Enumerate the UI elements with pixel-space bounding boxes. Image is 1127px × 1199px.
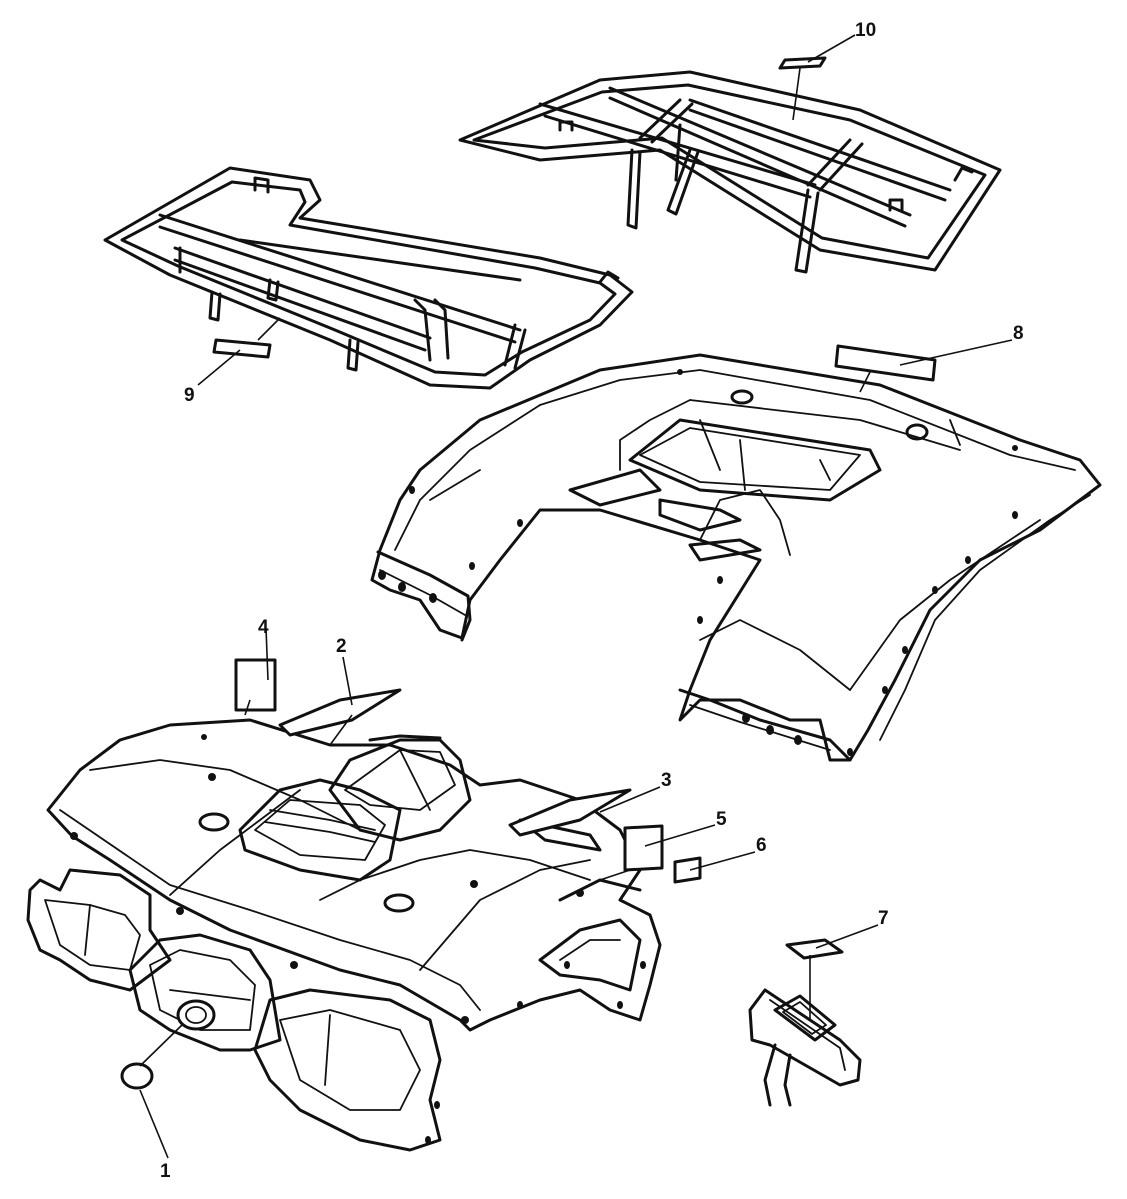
callout-10: 10 — [855, 20, 876, 41]
decal-10 — [778, 56, 827, 70]
storage-box — [748, 988, 862, 1107]
callout-4: 4 — [258, 617, 269, 638]
callout-7: 7 — [878, 908, 889, 929]
front-fender — [26, 718, 662, 1152]
decal-3 — [508, 788, 632, 837]
decal-8 — [834, 344, 937, 382]
rear-fender — [370, 353, 1102, 762]
leader-lines — [139, 34, 1013, 1159]
callout-1: 1 — [160, 1161, 171, 1182]
decal-5 — [623, 824, 664, 872]
callout-8: 8 — [1013, 323, 1024, 344]
lens-cap — [120, 1062, 154, 1090]
decal-7 — [785, 938, 844, 960]
decal-6 — [673, 856, 702, 884]
callout-9: 9 — [184, 385, 195, 406]
decal-2 — [278, 688, 402, 737]
callout-2: 2 — [336, 636, 347, 657]
callout-3: 3 — [661, 770, 672, 791]
callout-6: 6 — [756, 835, 767, 856]
decal-9 — [212, 338, 272, 359]
rear-rack — [458, 70, 1002, 274]
callout-labels: 1 2 3 4 5 6 7 8 9 10 — [160, 20, 1024, 1182]
callout-5: 5 — [716, 809, 727, 830]
front-rack — [103, 166, 634, 390]
decal-4 — [234, 658, 277, 712]
